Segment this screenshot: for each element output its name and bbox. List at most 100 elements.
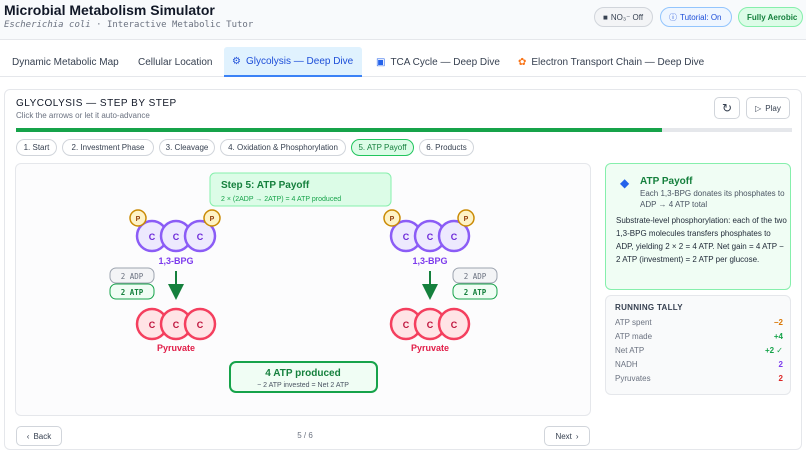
carbon-label: C (173, 232, 180, 242)
panel-title: GLYCOLYSIS — STEP BY STEP (16, 98, 177, 109)
oxygen-mode-label: Fully Aerobic (747, 12, 798, 22)
tab-cellular-location[interactable]: Cellular Location (130, 47, 221, 77)
carbon-atom (183, 219, 217, 253)
result-subtitle: − 2 ATP invested = Net 2 ATP (257, 382, 349, 389)
carbon-label: C (451, 320, 458, 330)
pyruvate-molecule-left: C C C Pyruvate (135, 307, 217, 353)
oxygen-mode-toggle[interactable]: Fully Aerobic (738, 7, 803, 27)
tally-label: NADH (615, 360, 638, 369)
atp-chip (109, 283, 155, 300)
step-chip-cleavage[interactable]: 3. Cleavage (159, 139, 215, 156)
molecule-label: Pyruvate (411, 343, 449, 353)
tab-electron-transport-chain[interactable]: ✿ Electron Transport Chain — Deep Dive (510, 47, 712, 77)
tally-value: 2 (778, 360, 783, 369)
tally-row: NADH 2 (615, 360, 783, 372)
step-counter: 5 / 6 (297, 431, 313, 440)
nitrate-toggle[interactable]: ■ NO₃⁻ Off (594, 7, 653, 27)
reset-icon: ↻ (721, 101, 733, 115)
next-label: Next (555, 431, 572, 441)
phosphate-group (203, 209, 221, 227)
carbon-label: C (149, 232, 156, 242)
back-label: Back (33, 431, 52, 441)
tutorial-toggle[interactable]: ⓘ Tutorial: On (660, 7, 732, 27)
carbon-label: C (197, 320, 204, 330)
bpg-molecule-left: C C C P P 1,3-BPG (129, 209, 221, 266)
panel-hint: Click the arrows or let it auto-advance (16, 111, 150, 120)
molecule-label: 1,3-BPG (412, 256, 447, 266)
atp-label: 2 ATP (464, 288, 487, 297)
phosphate-group (383, 209, 401, 227)
tab-dynamic-map[interactable]: Dynamic Metabolic Map (4, 47, 127, 77)
pyruvate-molecule-right: C C C Pyruvate (389, 307, 471, 353)
app-title: Microbial Metabolism Simulator (4, 2, 215, 18)
glycolysis-panel: GLYCOLYSIS — STEP BY STEP Click the arro… (4, 89, 802, 450)
app-subtitle: Escherichia coli · Interactive Metabolic… (4, 20, 253, 30)
next-button[interactable]: Next › (544, 426, 590, 446)
atp-chip (452, 283, 498, 300)
step-chip-atp-payoff[interactable]: 5. ATP Payoff (351, 139, 414, 156)
carbon-atom (437, 307, 471, 341)
step-label: 4. Oxidation & Phosphorylation (228, 143, 338, 152)
tab-label: Dynamic Metabolic Map (12, 56, 119, 68)
tally-value: 2 (778, 374, 783, 383)
tab-tca-cycle[interactable]: ▣ TCA Cycle — Deep Dive (368, 47, 508, 77)
diagram-canvas: Step 5: ATP Payoff 2 × (2ADP → 2ATP) = 4… (109, 172, 498, 393)
tutorial-label: Tutorial: On (680, 12, 722, 22)
tally-row: Pyruvates 2 (615, 374, 783, 386)
step-chip-start[interactable]: 1. Start (16, 139, 57, 156)
step-equation: 2 × (2ADP → 2ATP) = 4 ATP produced (221, 196, 341, 203)
step-chip-products[interactable]: 6. Products (419, 139, 474, 156)
tally-label: ATP made (615, 332, 653, 341)
step-label: 1. Start (23, 143, 50, 152)
tally-value: −2 (773, 318, 783, 327)
carbon-label: C (427, 232, 434, 242)
step-title: Step 5: ATP Payoff (221, 180, 310, 191)
step-title-box (209, 172, 392, 207)
adp-label: 2 ADP (121, 272, 144, 281)
tally-title: RUNNING TALLY (615, 303, 683, 312)
phosphate-label: P (390, 216, 395, 223)
tally-row: Net ATP +2 ✓ (615, 346, 783, 358)
tally-label: Pyruvates (615, 374, 651, 383)
adp-chip (452, 267, 498, 284)
step-chip-oxidation[interactable]: 4. Oxidation & Phosphorylation (220, 139, 346, 156)
tally-value: +2 ✓ (764, 346, 783, 355)
back-button[interactable]: ‹ Back (16, 426, 62, 446)
tab-label: Cellular Location (138, 56, 213, 68)
carbon-label: C (403, 232, 410, 242)
tab-label: TCA Cycle — Deep Dive (390, 56, 500, 68)
play-button[interactable]: ▷ Play (746, 97, 790, 119)
tab-bar: Dynamic Metabolic Map Cellular Location … (0, 41, 806, 77)
chevron-left-icon: ‹ (26, 431, 30, 441)
phosphate-group (129, 209, 147, 227)
play-label: Play (765, 103, 781, 113)
chevron-right-icon: › (575, 431, 579, 441)
adp-label: 2 ADP (464, 272, 487, 281)
phosphate-label: P (136, 216, 141, 223)
play-icon: ▷ (755, 103, 762, 113)
step-info-card: ◆ ATP Payoff Each 1,3-BPG donates its ph… (605, 163, 791, 290)
carbon-label: C (427, 320, 434, 330)
carbon-label: C (149, 320, 156, 330)
flask-icon: ⚙ (232, 55, 241, 67)
carbon-atom (437, 219, 471, 253)
step-label: 3. Cleavage (165, 143, 209, 152)
info-subtitle: Each 1,3-BPG donates its phosphates to A… (640, 189, 785, 209)
step-progress-bar (16, 128, 792, 132)
cycle-icon: ▣ (376, 56, 386, 68)
adp-chip (109, 267, 155, 284)
info-body: Substrate-level phosphorylation: each of… (616, 216, 787, 264)
running-tally: RUNNING TALLY ATP spent −2 ATP made +4 N… (605, 295, 791, 395)
reset-button[interactable]: ↻ (714, 97, 740, 119)
molecule-label: 1,3-BPG (158, 256, 193, 266)
step-label: 6. Products (426, 143, 467, 152)
phosphate-group (457, 209, 475, 227)
result-box (229, 361, 378, 393)
organism-name: Escherichia coli (4, 20, 91, 30)
atp-label: 2 ATP (121, 288, 144, 297)
nitrate-label: NO₃⁻ Off (610, 12, 644, 22)
tab-glycolysis[interactable]: ⚙ Glycolysis — Deep Dive (224, 47, 362, 77)
tab-label: Electron Transport Chain — Deep Dive (531, 56, 705, 68)
step-label: 5. ATP Payoff (358, 143, 407, 152)
step-chip-investment[interactable]: 2. Investment Phase (62, 139, 154, 156)
